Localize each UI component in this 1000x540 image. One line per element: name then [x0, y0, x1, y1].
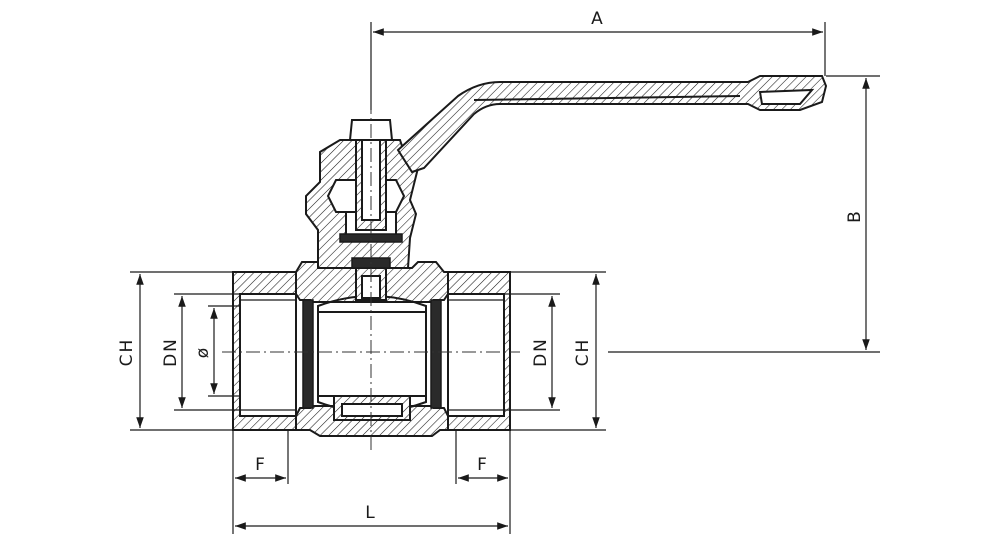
label-B: B	[845, 209, 865, 223]
label-CH-right: CH	[573, 338, 593, 367]
label-A: A	[591, 9, 605, 29]
seat-left	[302, 299, 314, 409]
lever-handle	[396, 75, 828, 174]
label-bore: ø	[193, 346, 213, 358]
label-DN-left: DN	[161, 337, 181, 367]
body-bore	[239, 293, 311, 417]
label-F-left: F	[255, 455, 267, 475]
label-DN-right: DN	[531, 337, 551, 367]
label-L: L	[365, 503, 376, 523]
ball-chamber	[311, 301, 433, 407]
lever	[396, 75, 828, 174]
body-bore-right	[433, 293, 505, 417]
label-F-right: F	[477, 455, 489, 475]
valve-body	[232, 261, 511, 437]
label-CH-left: CH	[117, 338, 137, 367]
seat-right	[430, 299, 442, 409]
dimension-lines	[130, 22, 880, 534]
